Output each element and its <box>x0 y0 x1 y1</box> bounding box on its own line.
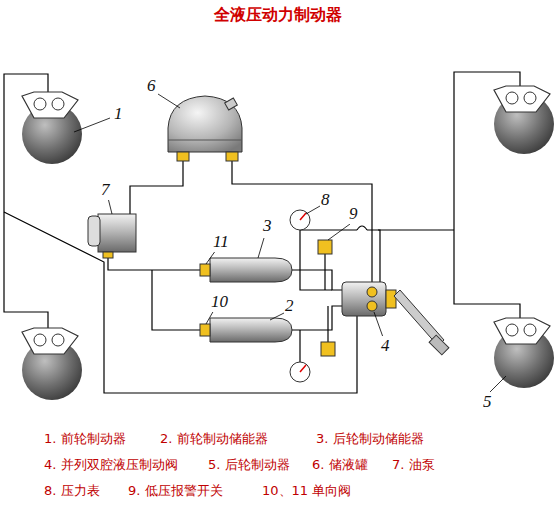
callout-number: 5 <box>482 392 493 412</box>
low-pressure-switch <box>318 240 335 356</box>
brake-valve <box>386 290 396 308</box>
callout-number: 8 <box>320 190 331 210</box>
callout-number: 6 <box>146 76 157 96</box>
caption-item: 2. 前轮制动储能器 <box>160 432 268 447</box>
brake-pipes <box>108 256 200 270</box>
callout-number: 4 <box>380 336 391 356</box>
leader-line <box>206 310 214 324</box>
oil-pump <box>103 252 113 258</box>
brake-pipes <box>367 230 380 286</box>
brake-valve <box>367 301 377 311</box>
reservoir <box>226 152 238 161</box>
callout-number: 3 <box>262 216 273 236</box>
callout-number: 9 <box>348 204 359 224</box>
reservoir <box>168 96 242 152</box>
rear-wheel-brake <box>506 92 518 104</box>
leader-line <box>74 118 110 132</box>
caption-item: 4. 并列双腔液压制动阀 <box>44 458 178 473</box>
check-valve <box>200 324 210 336</box>
check-valve <box>200 264 210 336</box>
oil-pump <box>88 214 136 258</box>
leader-line <box>206 250 216 264</box>
brake-pipes <box>152 270 200 330</box>
rear-wheel-brake <box>524 92 536 104</box>
brake-pipes <box>327 306 328 342</box>
brake-valve <box>342 282 386 316</box>
brake-pipes <box>290 306 342 330</box>
leader-line <box>258 238 264 258</box>
accumulator <box>210 258 292 282</box>
brake-valve <box>429 335 449 355</box>
callout-number: 7 <box>100 180 111 200</box>
diagram-title: 全液压动力制动器 <box>214 6 342 24</box>
brake-valve <box>367 287 377 297</box>
caption-item: 9. 低压报警开关 <box>128 484 223 499</box>
rear-wheel-brake <box>494 318 550 344</box>
caption-item: 5. 后轮制动器 <box>208 458 290 473</box>
front-wheel-brake <box>22 328 78 354</box>
front-wheel-brake <box>34 334 46 346</box>
front-wheel-brake <box>22 92 82 400</box>
low-pressure-switch <box>318 240 332 254</box>
accumulator <box>210 318 292 342</box>
leader-line <box>108 198 112 214</box>
leader-line <box>74 94 506 396</box>
reservoir <box>177 152 189 161</box>
reservoir <box>225 98 238 110</box>
front-wheel-brake <box>52 334 64 346</box>
leader-line <box>158 94 180 108</box>
oil-pump <box>88 216 100 246</box>
front-wheel-brake <box>34 98 46 110</box>
caption-item: 3. 后轮制动储能器 <box>316 432 424 447</box>
check-valve <box>200 264 210 276</box>
accumulator <box>210 258 292 342</box>
brake-pipes <box>4 72 520 393</box>
brake-pipes <box>290 270 342 290</box>
caption-item: 7. 油泵 <box>392 458 435 473</box>
pressure-gauge <box>290 362 310 382</box>
brake-pipes <box>300 230 332 290</box>
leader-line <box>328 224 350 240</box>
caption-item: 1. 前轮制动器 <box>44 432 126 447</box>
caption-item: 6. 储液罐 <box>312 458 368 473</box>
brake-pipes <box>357 226 367 230</box>
front-wheel-brake <box>22 92 78 118</box>
reservoir <box>168 96 242 161</box>
rear-wheel-brake <box>524 324 536 336</box>
caption-item: 10、11 单向阀 <box>262 484 351 499</box>
low-pressure-switch <box>321 342 335 356</box>
reservoir <box>168 140 242 141</box>
brake-pipes <box>324 254 325 290</box>
brake-pipes <box>130 160 183 214</box>
leader-line <box>306 206 320 214</box>
caption-item: 8. 压力表 <box>44 484 100 499</box>
brake-pipes <box>378 229 454 230</box>
rear-wheel-brake <box>494 86 554 388</box>
front-wheel-brake <box>52 98 64 110</box>
callout-number: 2 <box>284 296 295 316</box>
brake-pipes <box>299 330 300 362</box>
pressure-gauge <box>300 365 306 372</box>
oil-pump <box>98 214 136 252</box>
pressure-gauge <box>300 213 306 220</box>
brake-valve <box>342 282 449 355</box>
callout-number: 11 <box>212 232 230 252</box>
callout-number: 10 <box>210 292 229 312</box>
rear-wheel-brake <box>494 86 550 112</box>
callout-number: 1 <box>113 104 124 124</box>
brake-pipes <box>300 229 357 230</box>
rear-wheel-brake <box>506 324 518 336</box>
